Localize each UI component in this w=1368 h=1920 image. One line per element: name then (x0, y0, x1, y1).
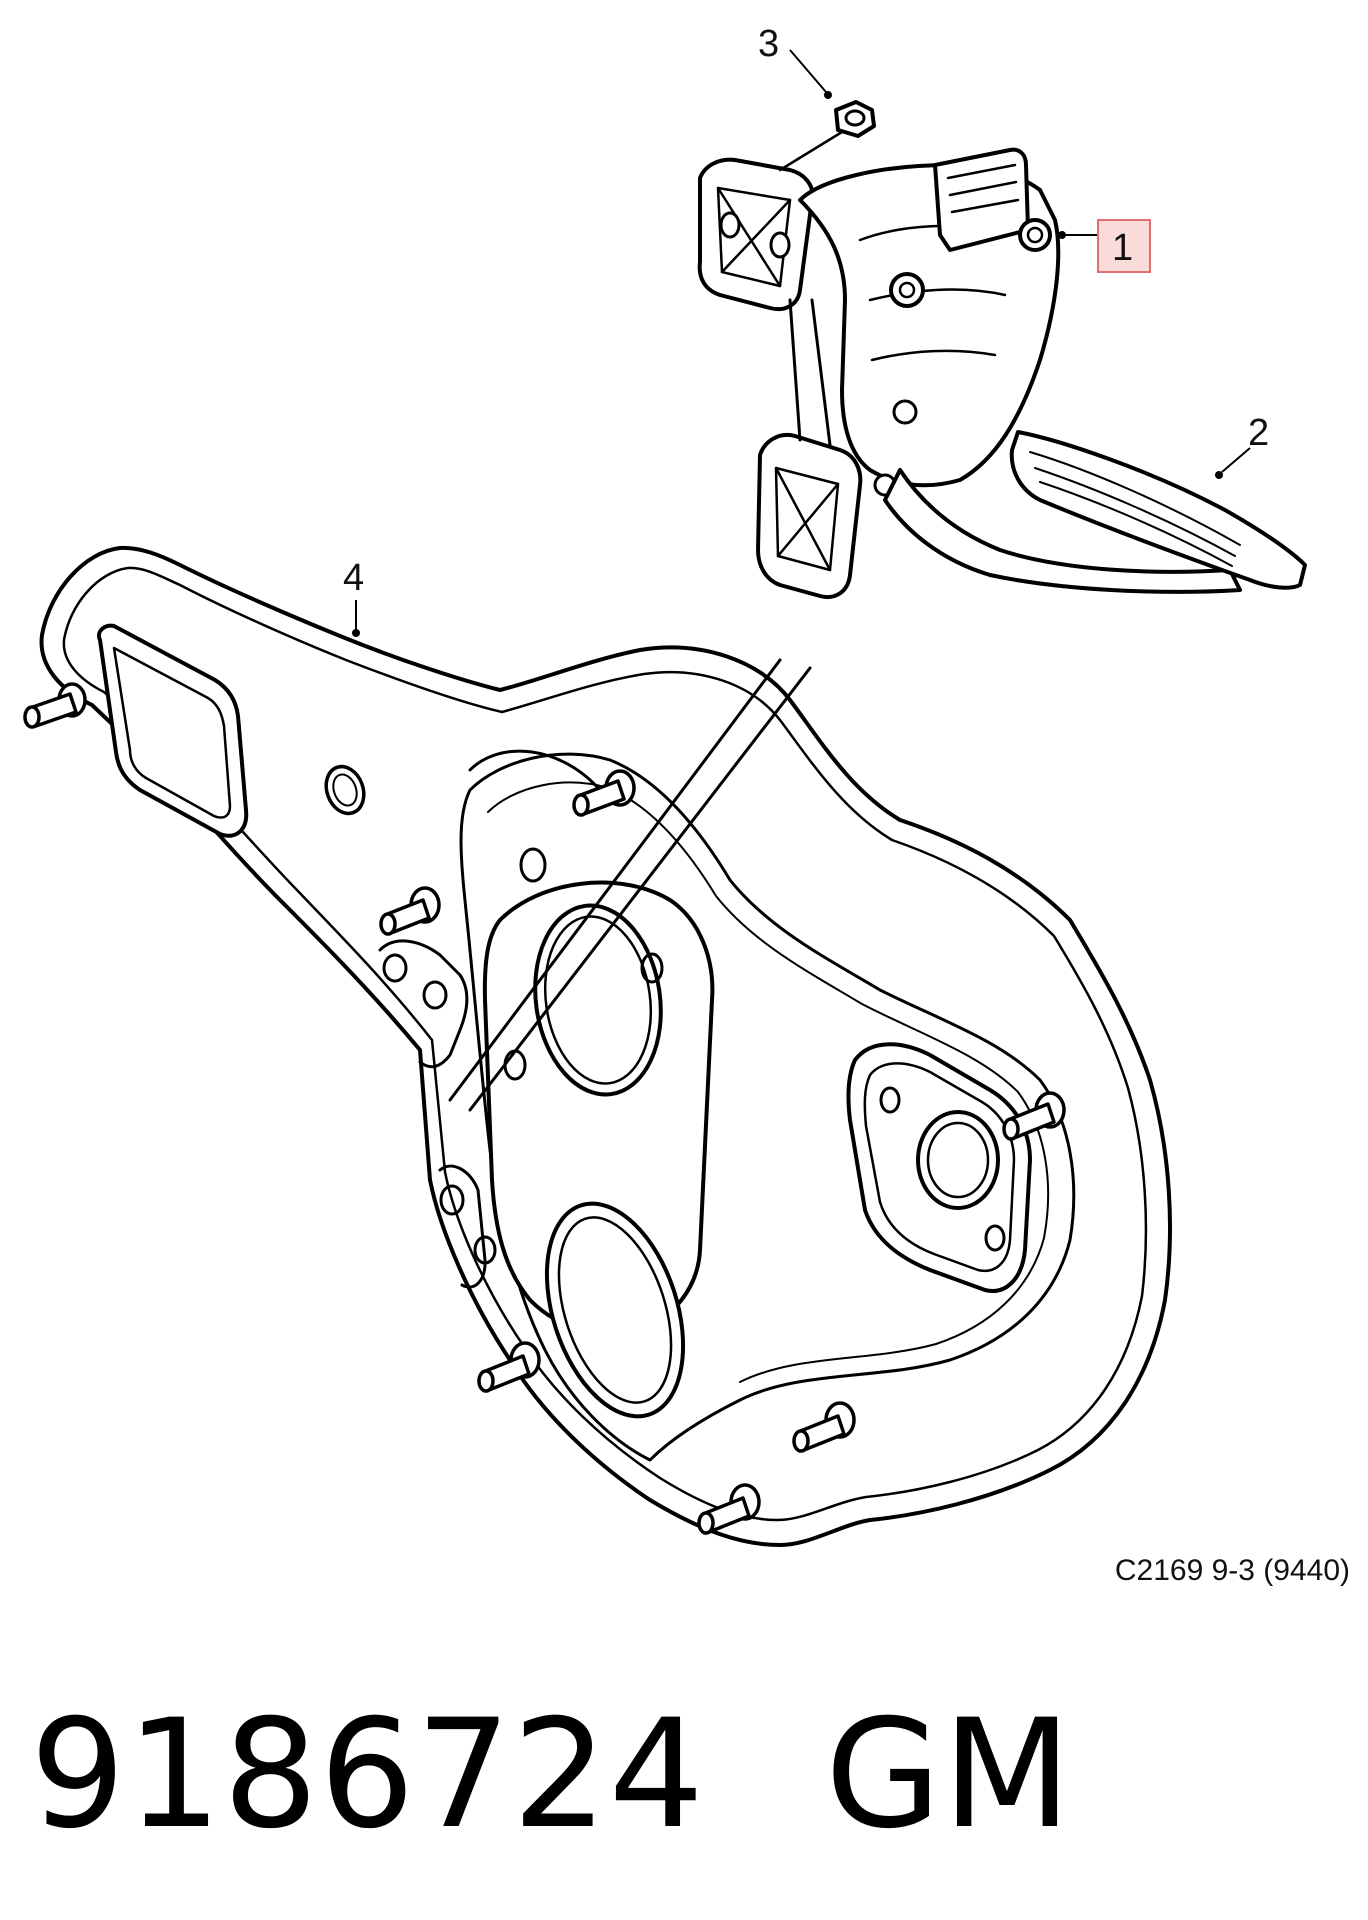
callout-4: 4 (343, 557, 364, 599)
part-number: 9186724 (30, 1688, 706, 1862)
bulkhead-plate-part (23, 545, 1172, 1547)
diagram-reference-code: C2169 9-3 (9440) (1115, 1554, 1350, 1587)
leader-lines (352, 49, 1251, 637)
callout-1[interactable]: 1 (1112, 227, 1133, 269)
highlighted-callout-box (1097, 219, 1151, 273)
callout-2: 2 (1248, 412, 1269, 454)
callout-3: 3 (758, 23, 779, 65)
brand-name: GM (825, 1688, 1073, 1862)
part-number-row: 9186724 GM (30, 1688, 1073, 1862)
pedal-module-part (697, 100, 1307, 599)
